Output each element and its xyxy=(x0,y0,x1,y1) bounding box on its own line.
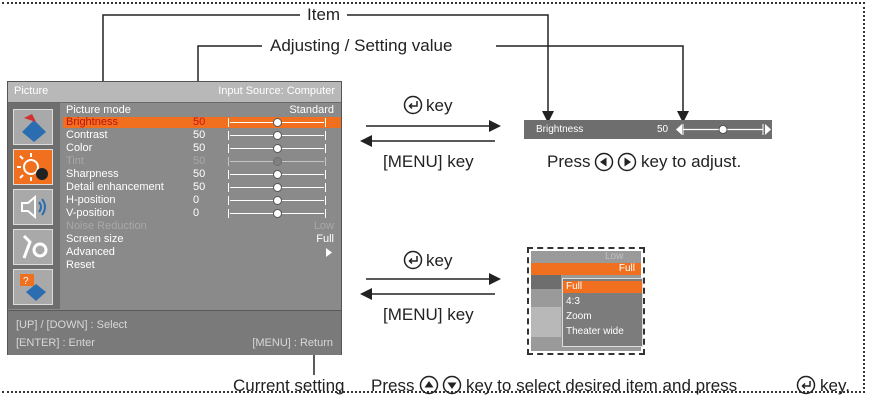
adjusting-value-annotation: Adjusting / Setting value xyxy=(270,36,453,55)
setting-icon[interactable] xyxy=(13,229,53,265)
item-label: Detail enhancement xyxy=(66,181,164,193)
adjust-bar-slider[interactable] xyxy=(674,123,774,136)
popup-current-value: Full xyxy=(618,263,635,274)
item-label: Reset xyxy=(66,259,95,271)
adjust-bar-value: 50 xyxy=(657,124,669,135)
key-end-label: key. xyxy=(820,376,850,395)
contrast-row[interactable]: Contrast 50 xyxy=(63,130,341,141)
svg-text:?: ? xyxy=(23,276,29,287)
contrast-slider[interactable] xyxy=(228,131,326,140)
picture-mode-row[interactable]: Picture mode Standard xyxy=(63,105,341,116)
input-source: Input Source: Computer xyxy=(218,85,335,97)
h-position-row[interactable]: H-position 0 xyxy=(63,195,341,206)
item-value: 50 xyxy=(193,155,206,167)
noise-reduction-row: Noise Reduction Low xyxy=(63,221,341,232)
detail-enhancement-row[interactable]: Detail enhancement 50 xyxy=(63,182,341,193)
option-full[interactable]: Full xyxy=(563,281,642,293)
item-label: Picture mode xyxy=(66,104,131,116)
item-annotation: Item xyxy=(307,5,341,24)
osd-item-list: Picture mode Standard Brightness 50 Cont… xyxy=(63,103,341,309)
option-zoom[interactable]: Zoom xyxy=(566,311,592,322)
right-key-icon xyxy=(617,152,637,172)
item-value: Full xyxy=(316,233,334,245)
popup-current-row: Full xyxy=(531,263,641,275)
item-label: Brightness xyxy=(66,116,118,128)
v-position-slider[interactable] xyxy=(228,209,326,218)
color-slider[interactable] xyxy=(228,144,326,153)
item-label: Screen size xyxy=(66,233,124,245)
item-value: Standard xyxy=(289,104,334,116)
popup-options: Full 4:3 Zoom Theater wide xyxy=(562,278,643,347)
up-key-icon xyxy=(419,375,439,395)
item-label: Contrast xyxy=(66,129,108,141)
footer-return-hint: [MENU] : Return xyxy=(252,337,333,349)
tint-slider xyxy=(228,157,326,166)
item-label: Sharpness xyxy=(66,168,119,180)
item-value: 50 xyxy=(193,116,206,128)
item-value: 50 xyxy=(193,181,206,193)
press-adjust-label: key to adjust. xyxy=(641,152,742,171)
picture-icon[interactable] xyxy=(13,109,53,145)
adjust-bar-label: Brightness xyxy=(536,124,584,135)
adjust-bar: Brightness 50 xyxy=(524,120,772,139)
enter-key-label-bottom: key xyxy=(426,251,453,270)
brightness-icon[interactable] xyxy=(13,149,53,185)
brightness-slider[interactable] xyxy=(228,118,326,127)
sharpness-slider[interactable] xyxy=(228,170,326,179)
item-label: Advanced xyxy=(66,246,115,258)
footer-select-hint: [UP] / [DOWN] : Select xyxy=(16,319,128,331)
advanced-row[interactable]: Advanced xyxy=(63,247,341,258)
sound-icon[interactable] xyxy=(13,189,53,225)
item-label: Color xyxy=(66,142,93,154)
left-key-icon xyxy=(594,152,614,172)
enter-key-label-top: key xyxy=(426,96,453,115)
enter-key-icon-end xyxy=(796,375,816,395)
h-position-slider[interactable] xyxy=(228,196,326,205)
menu-key-label-bottom: [MENU] key xyxy=(383,305,474,324)
osd-title-bar: Picture Input Source: Computer xyxy=(8,82,341,103)
menu-key-label-top: [MENU] key xyxy=(383,152,474,171)
popup-above-value: Low xyxy=(605,251,624,262)
brightness-row[interactable]: Brightness 50 xyxy=(63,117,341,128)
item-value: 50 xyxy=(193,142,206,154)
item-value: 50 xyxy=(193,129,206,141)
osd-menu: Picture Input Source: Computer ? Picture… xyxy=(7,81,342,355)
sharpness-row[interactable]: Sharpness 50 xyxy=(63,169,341,180)
item-value: 0 xyxy=(193,207,200,219)
item-label: V-position xyxy=(66,207,115,219)
screen-size-row[interactable]: Screen size Full xyxy=(63,234,341,245)
item-label: Tint xyxy=(66,155,84,167)
detail-enhancement-slider[interactable] xyxy=(228,183,326,192)
osd-icon-column: ? xyxy=(8,103,60,309)
press-label: Press xyxy=(547,152,591,171)
submenu-arrow-icon xyxy=(326,248,332,257)
help-icon[interactable]: ? xyxy=(13,269,53,305)
down-key-icon xyxy=(442,375,462,395)
current-setting-annotation: Current setting xyxy=(233,376,345,395)
press-label-bottom: Press xyxy=(371,376,415,395)
enter-key-icon-bottom xyxy=(403,250,423,270)
press-select-label: key to select desired item and press xyxy=(466,376,738,395)
item-label: H-position xyxy=(66,194,116,206)
v-position-row[interactable]: V-position 0 xyxy=(63,208,341,219)
item-value: Low xyxy=(313,220,334,232)
osd-title: Picture xyxy=(14,85,49,97)
option-4-3[interactable]: 4:3 xyxy=(566,296,580,307)
item-value: 50 xyxy=(193,168,206,180)
item-label: Noise Reduction xyxy=(66,220,147,232)
tint-row: Tint 50 xyxy=(63,156,341,167)
reset-row[interactable]: Reset xyxy=(63,260,341,271)
color-row[interactable]: Color 50 xyxy=(63,143,341,154)
option-label: Full xyxy=(566,281,583,292)
footer-enter-hint: [ENTER] : Enter xyxy=(16,337,95,349)
item-value: 0 xyxy=(193,194,200,206)
enter-key-icon xyxy=(403,95,423,115)
osd-footer: [UP] / [DOWN] : Select [ENTER] : Enter [… xyxy=(8,310,341,355)
screen-size-popup: Low Full Full 4:3 Zoom Theater wide xyxy=(527,247,645,355)
option-theater-wide[interactable]: Theater wide xyxy=(566,326,624,337)
